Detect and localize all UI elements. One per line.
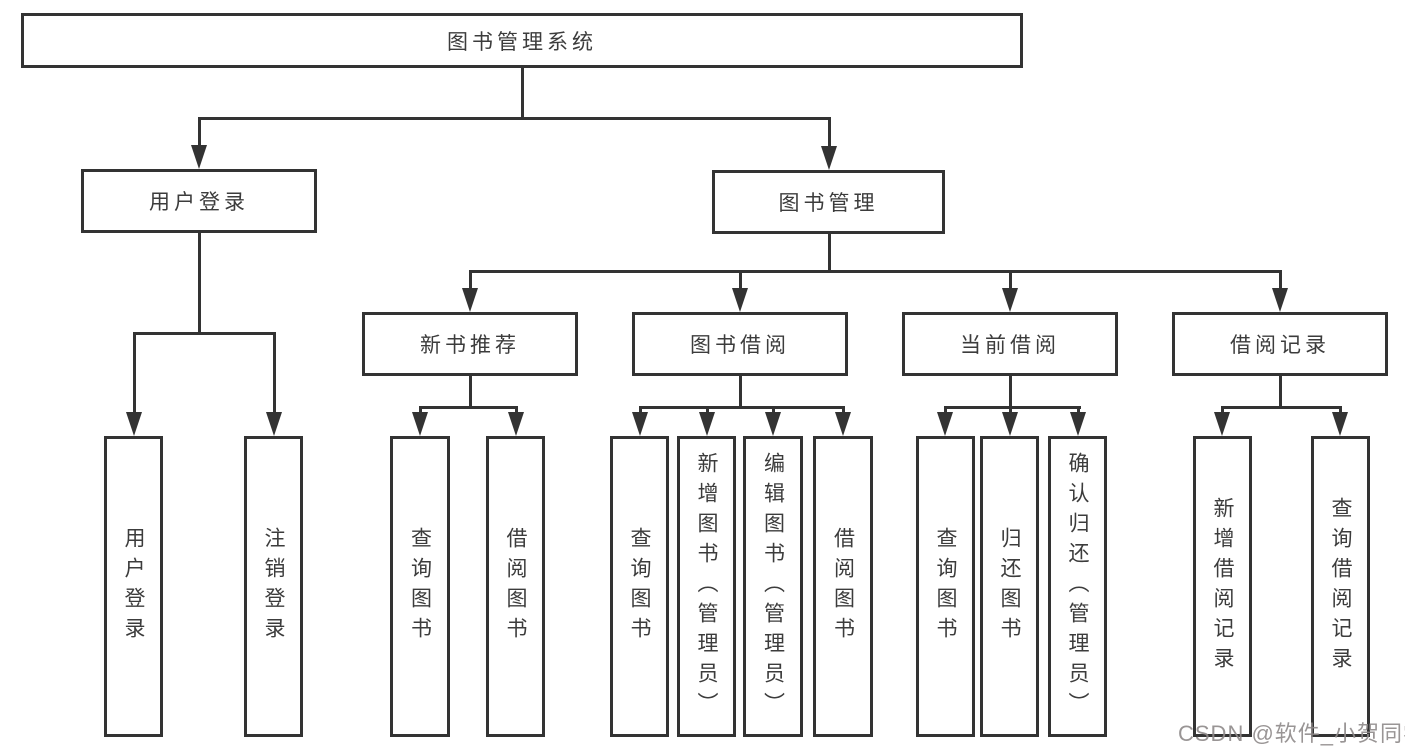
csdn-watermark: CSDN @软件_小贺同学 (1178, 721, 1405, 746)
connector-line (1279, 375, 1282, 409)
node-label: 查询借阅记录 (1329, 496, 1352, 677)
node-borrow-book: 借阅图书 (813, 436, 873, 737)
node-book-management: 图书管理 (712, 170, 945, 234)
node-return-book: 归还图书 (980, 436, 1039, 737)
connector-arrow-icon (412, 412, 428, 436)
connector-line (133, 332, 136, 416)
node-label: 注销登录 (262, 526, 285, 647)
connector-line (198, 117, 831, 120)
connector-arrow-icon (699, 412, 715, 436)
node-label: 查询图书 (408, 526, 432, 647)
node-borrow-book-recommend: 借阅图书 (486, 436, 545, 737)
connector-line (133, 332, 276, 335)
node-label: 用户登录 (122, 526, 145, 647)
node-label: 借阅图书 (504, 526, 527, 647)
connector-arrow-icon (835, 412, 851, 436)
node-label: 编辑图书（管理员） (761, 451, 785, 722)
connector-line (828, 117, 831, 149)
node-add-borrow-record: 新增借阅记录 (1193, 436, 1252, 737)
node-borrow-records: 借阅记录 (1172, 312, 1388, 376)
node-label: 借阅图书 (831, 526, 855, 647)
connector-line (198, 232, 201, 334)
connector-arrow-icon (632, 412, 648, 436)
node-root: 图书管理系统 (21, 13, 1023, 68)
connector-arrow-icon (266, 412, 282, 436)
node-user-login-group: 用户登录 (81, 169, 317, 233)
node-confirm-return-admin: 确认归还（管理员） (1048, 436, 1107, 737)
connector-arrow-icon (765, 412, 781, 436)
node-add-book-admin: 新增图书（管理员） (677, 436, 736, 737)
connector-arrow-icon (462, 288, 478, 312)
connector-line (469, 270, 1282, 273)
node-query-book-borrow: 查询图书 (610, 436, 669, 737)
connector-arrow-icon (126, 412, 142, 436)
connector-line (469, 375, 472, 409)
node-label: 用户登录 (149, 191, 249, 214)
node-label: 查询图书 (934, 526, 957, 647)
node-logout-login: 注销登录 (244, 436, 303, 737)
node-query-book-recommend: 查询图书 (390, 436, 450, 737)
node-new-book-recommend: 新书推荐 (362, 312, 578, 376)
connector-line (198, 117, 201, 148)
connector-arrow-icon (937, 412, 953, 436)
connector-line (521, 68, 524, 118)
connector-line (639, 406, 845, 409)
connector-arrow-icon (508, 412, 524, 436)
node-label: 新书推荐 (420, 334, 520, 357)
connector-arrow-icon (821, 146, 837, 170)
node-label: 图书借阅 (690, 334, 790, 357)
connector-line (739, 375, 742, 409)
node-book-borrow: 图书借阅 (632, 312, 848, 376)
node-label: 新增借阅记录 (1211, 496, 1234, 677)
node-user-login: 用户登录 (104, 436, 163, 737)
connector-arrow-icon (1272, 288, 1288, 312)
connector-line (1221, 406, 1342, 409)
node-current-borrow: 当前借阅 (902, 312, 1118, 376)
connector-arrow-icon (732, 288, 748, 312)
connector-line (1009, 375, 1012, 409)
node-label: 图书管理系统 (447, 30, 597, 54)
connector-arrow-icon (191, 145, 207, 169)
node-label: 查询图书 (628, 526, 651, 647)
node-edit-book-admin: 编辑图书（管理员） (743, 436, 803, 737)
connector-arrow-icon (1070, 412, 1086, 436)
connector-line (273, 332, 276, 416)
connector-arrow-icon (1332, 412, 1348, 436)
connector-arrow-icon (1002, 288, 1018, 312)
connector-line (419, 406, 518, 409)
node-query-book-current: 查询图书 (916, 436, 975, 737)
node-label: 新增图书（管理员） (695, 451, 718, 722)
node-label: 归还图书 (998, 526, 1021, 647)
connector-line (944, 406, 1081, 409)
node-label: 确认归还（管理员） (1066, 451, 1089, 722)
connector-line (739, 270, 742, 292)
connector-line (828, 233, 831, 273)
node-label: 当前借阅 (960, 334, 1060, 357)
node-label: 图书管理 (778, 192, 879, 215)
connector-arrow-icon (1214, 412, 1230, 436)
connector-line (1279, 270, 1282, 292)
connector-arrow-icon (1002, 412, 1018, 436)
node-label: 借阅记录 (1230, 334, 1330, 357)
connector-line (469, 270, 472, 292)
connector-line (1009, 270, 1012, 292)
node-query-borrow-record: 查询借阅记录 (1311, 436, 1370, 737)
